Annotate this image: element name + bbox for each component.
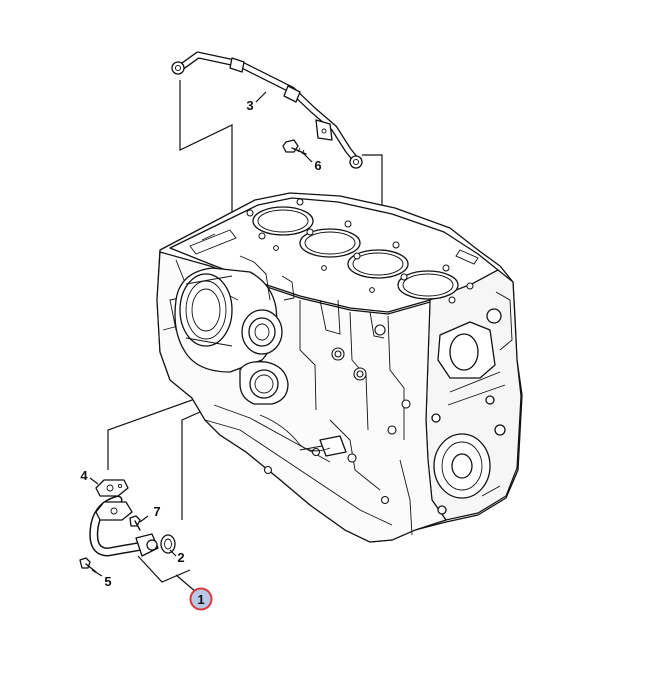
oil-feed-pipe xyxy=(171,51,363,169)
callout-7: 7 xyxy=(153,504,160,519)
cylinder-bores xyxy=(252,206,459,300)
leader-1 xyxy=(175,574,197,593)
leader-6 xyxy=(301,151,313,163)
bolt-part-7 xyxy=(129,515,141,531)
callout-2: 2 xyxy=(177,550,184,565)
callout-3: 3 xyxy=(246,98,253,113)
pipe-body xyxy=(176,51,360,164)
bolt-part-5 xyxy=(79,557,97,573)
callout-4: 4 xyxy=(80,468,88,483)
bolt-part-6 xyxy=(282,139,307,155)
wiring-harness xyxy=(259,414,331,452)
highlight-ring-1 xyxy=(189,587,213,611)
callout-5: 5 xyxy=(104,574,111,589)
head-bolt-holes xyxy=(246,198,474,304)
knock-sensor xyxy=(299,435,347,457)
gasket-part-4 xyxy=(95,479,129,497)
leader-1-bracket xyxy=(137,555,191,583)
front-face-details xyxy=(431,291,513,515)
coolant-passages xyxy=(189,229,479,265)
callout-labels: 1 2 3 4 5 6 7 xyxy=(80,98,322,611)
seal-part-2 xyxy=(160,534,176,554)
leader-3 xyxy=(255,91,267,103)
turbocharger-assembly xyxy=(174,255,295,405)
callout-leaders xyxy=(89,91,313,593)
leader-7 xyxy=(139,515,149,523)
oil-return-pipe xyxy=(89,495,159,557)
side-wall-bosses xyxy=(263,324,411,505)
leader-5 xyxy=(91,569,103,577)
leader-4 xyxy=(89,477,99,485)
callout-6: 6 xyxy=(314,158,321,173)
leader-2 xyxy=(169,549,177,557)
callout-1: 1 xyxy=(197,592,204,607)
